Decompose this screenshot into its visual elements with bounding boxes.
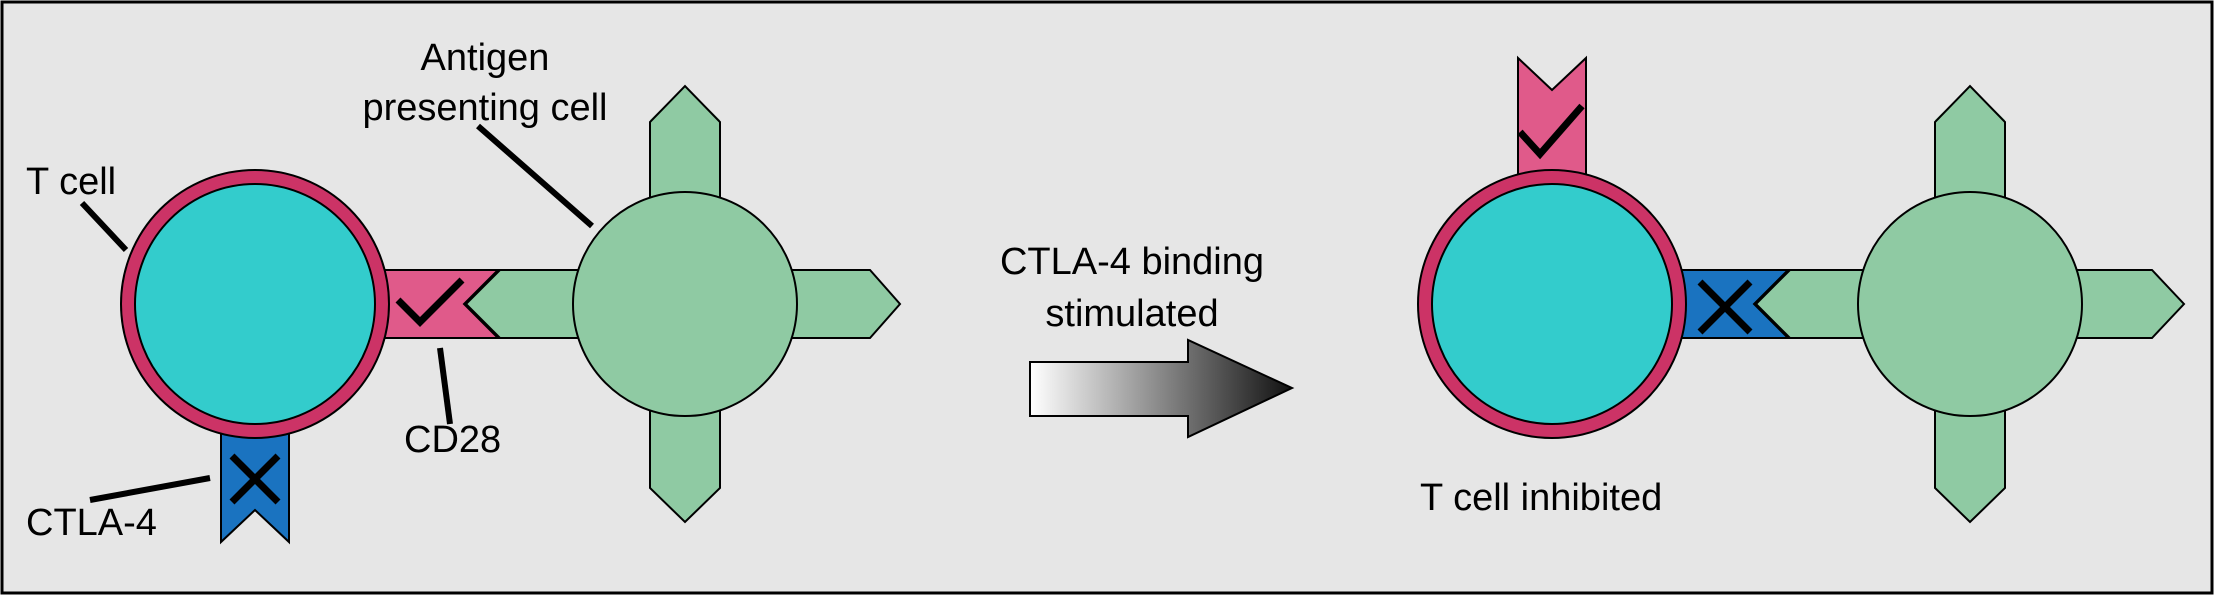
ctla4-label: CTLA-4 <box>26 502 157 544</box>
cross-icon <box>1697 279 1753 335</box>
apc-cell-right <box>1857 191 2083 417</box>
apc-arm-bottom <box>649 410 721 524</box>
ctla4-pointer <box>89 475 211 503</box>
cd28-label: CD28 <box>404 419 501 461</box>
apc2-arm-bottom <box>1934 410 2006 524</box>
t-cell-label: T cell <box>26 161 116 203</box>
apc-arm-left <box>464 269 580 339</box>
apc2-arm-right <box>2075 269 2186 339</box>
check-icon <box>1517 103 1585 160</box>
apc-label-line1: Antigen <box>421 37 550 79</box>
apc-arm-right <box>790 269 902 339</box>
apc-label-line2: presenting cell <box>362 87 607 129</box>
apc-pointer <box>476 123 594 229</box>
transition-label-line2: stimulated <box>1045 293 1218 335</box>
t-cell-pointer <box>79 200 129 253</box>
check-icon <box>395 277 465 327</box>
apc-arm-top <box>649 84 721 198</box>
cross-icon <box>229 453 281 505</box>
left-scene: T cell Antigen presenting cell CD28 CTLA… <box>26 37 902 545</box>
apc2-arm-left <box>1754 269 1865 339</box>
t-cell-body <box>134 183 376 425</box>
right-arrow-icon <box>1029 338 1295 439</box>
cd28-pointer <box>437 347 453 425</box>
result-label: T cell inhibited <box>1420 477 1662 519</box>
t-cell-body-right <box>1431 183 1673 425</box>
transition: CTLA-4 binding stimulated <box>1000 241 1295 439</box>
transition-label-line1: CTLA-4 binding <box>1000 241 1264 283</box>
right-scene: T cell inhibited <box>1417 55 2186 524</box>
apc-cell <box>572 191 798 417</box>
apc2-arm-top <box>1934 84 2006 198</box>
